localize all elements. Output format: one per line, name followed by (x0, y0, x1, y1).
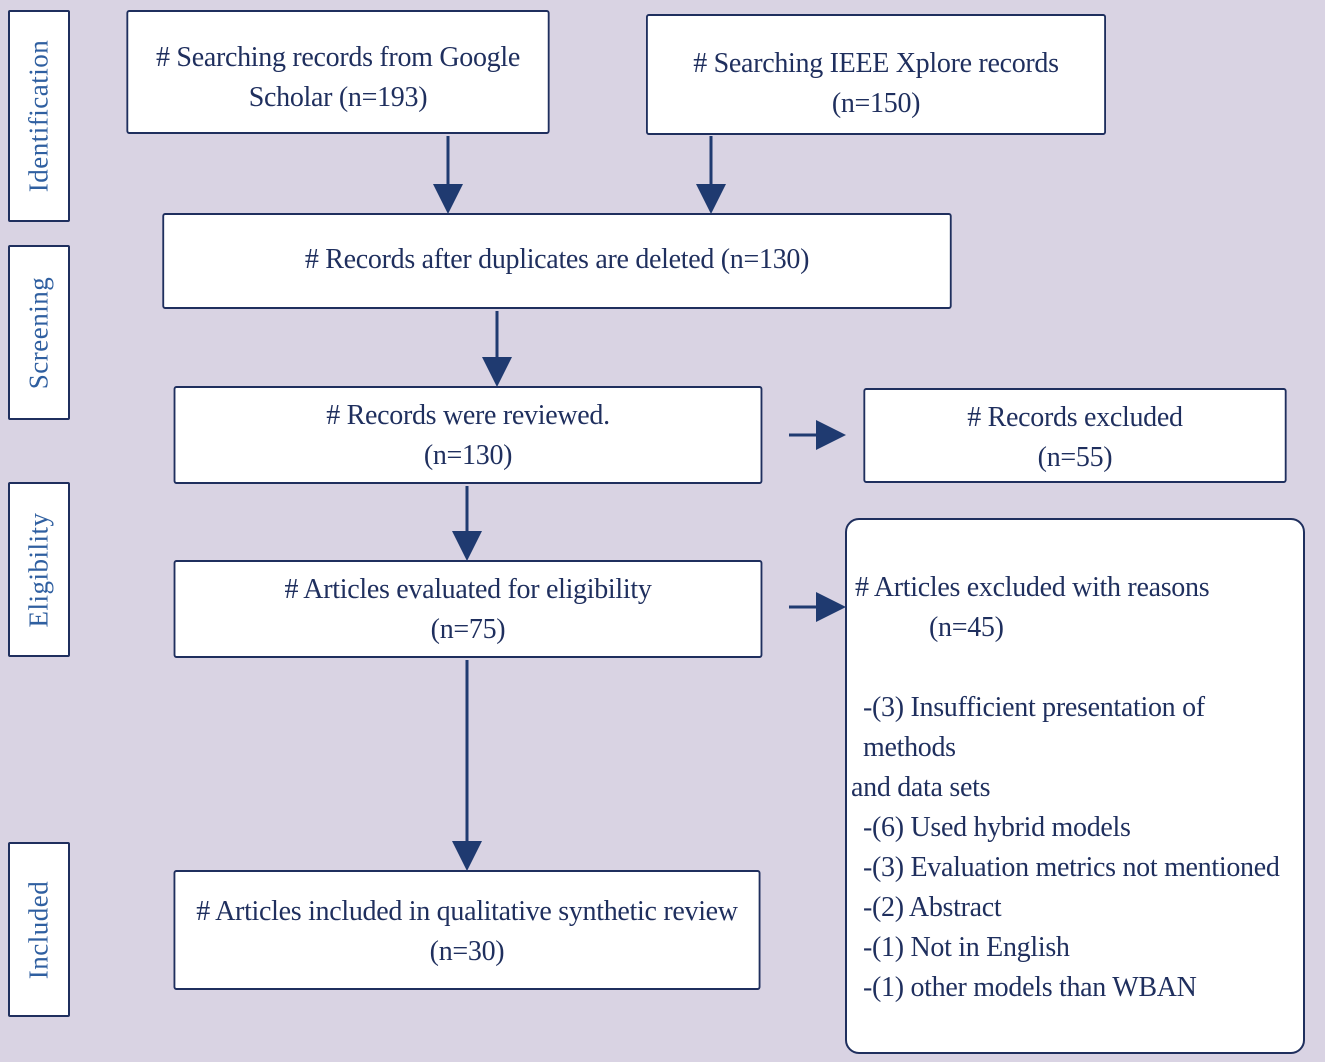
included-line2: (n=30) (429, 936, 505, 967)
eligibility-line2: (n=75) (430, 614, 506, 645)
excluded-line1: # Records excluded (967, 402, 1183, 433)
stage-included: Included (8, 842, 70, 1017)
reviewed-line2: (n=130) (423, 440, 513, 471)
reason-item: -(3) Evaluation metrics not mentioned (863, 852, 1280, 883)
eligibility-line1: # Articles evaluated for eligibility (284, 574, 652, 605)
ieee-line2: (n=150) (831, 88, 921, 119)
box-excluded-reasons: # Articles excluded with reasons (n=45) … (845, 518, 1305, 1054)
ieee-line1: # Searching IEEE Xplore records (693, 48, 1059, 79)
reason-item: -(6) Used hybrid models (863, 812, 1131, 843)
box-articles-included: # Articles included in qualitative synth… (173, 870, 761, 990)
box-records-excluded: # Records excluded (n=55) (863, 388, 1287, 483)
google-scholar-line2: Scholar (n=193) (248, 82, 428, 113)
excluded-line2: (n=55) (1037, 442, 1113, 473)
excluded-reasons-list: -(3) Insufficient presentation of method… (851, 688, 1303, 1008)
after-duplicates-line1: # Records after duplicates are deleted (… (304, 244, 810, 275)
reason-item: -(2) Abstract (863, 892, 1002, 923)
stage-identification: Identification (8, 10, 70, 222)
reason-item: -(3) Insufficient presentation of method… (863, 692, 1205, 763)
box-google-scholar: # Searching records from Google Scholar … (126, 10, 550, 134)
excluded-reasons-count: (n=45) (929, 612, 1004, 643)
box-after-duplicates: # Records after duplicates are deleted (… (162, 213, 952, 309)
reason-item: and data sets (851, 772, 991, 803)
stage-screening: Screening (8, 245, 70, 420)
stage-eligibility: Eligibility (8, 482, 70, 657)
box-ieee-xplore: # Searching IEEE Xplore records (n=150) (646, 14, 1106, 135)
box-eligibility: # Articles evaluated for eligibility (n=… (173, 560, 763, 658)
reason-item: -(1) other models than WBAN (863, 972, 1197, 1003)
google-scholar-line1: # Searching records from Google (156, 42, 520, 73)
reviewed-line1: # Records were reviewed. (326, 400, 610, 431)
included-line1: # Articles included in qualitative synth… (196, 896, 738, 927)
excluded-reasons-title: # Articles excluded with reasons (855, 572, 1210, 603)
reason-item: -(1) Not in English (863, 932, 1070, 963)
box-records-reviewed: # Records were reviewed. (n=130) (173, 386, 763, 484)
